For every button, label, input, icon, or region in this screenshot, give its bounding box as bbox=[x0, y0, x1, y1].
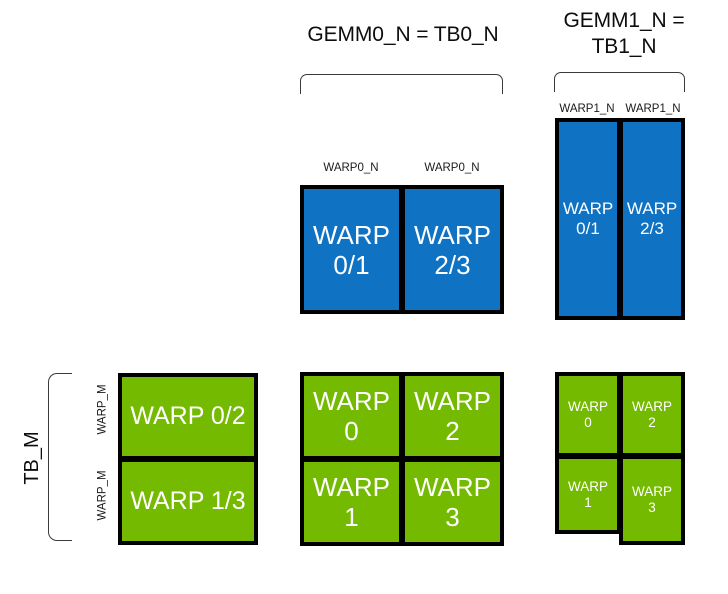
gemm1-blue-block-warp01[interactable]: WARP 0/1 bbox=[555, 118, 621, 320]
gemm1-blue-block-warp23[interactable]: WARP 2/3 bbox=[619, 118, 685, 320]
left-green-block-warp13[interactable]: WARP 1/3 bbox=[118, 458, 258, 545]
warp-m-label-bottom: WARP_M bbox=[96, 470, 109, 521]
middle-green-cell-warp1[interactable]: WARP 1 bbox=[300, 458, 403, 546]
gemm1-title: GEMM1_N = TB1_N bbox=[563, 9, 685, 58]
gemm0-blue-block-warp23[interactable]: WARP 2/3 bbox=[401, 185, 504, 314]
tb-m-bracket bbox=[48, 373, 72, 541]
tb-m-label: TB_M bbox=[21, 431, 43, 485]
left-green-block-warp02[interactable]: WARP 0/2 bbox=[118, 373, 258, 460]
right-green-cell-warp2[interactable]: WARP 2 bbox=[619, 372, 685, 457]
gemm0-span-bracket bbox=[300, 74, 503, 94]
gemm1-span-bracket bbox=[554, 72, 685, 92]
middle-green-cell-warp0[interactable]: WARP 0 bbox=[300, 372, 403, 460]
right-green-cell-warp0[interactable]: WARP 0 bbox=[555, 372, 621, 457]
right-green-cell-warp1[interactable]: WARP 1 bbox=[555, 455, 621, 534]
gemm0-blue-block-warp01[interactable]: WARP 0/1 bbox=[300, 185, 403, 314]
warp0-n-label-right: WARP0_N bbox=[424, 162, 480, 174]
middle-green-cell-warp3[interactable]: WARP 3 bbox=[401, 458, 504, 546]
gemm0-title: GEMM0_N = TB0_N bbox=[307, 23, 499, 46]
right-green-cell-warp3[interactable]: WARP 3 bbox=[619, 455, 685, 545]
middle-green-cell-warp2[interactable]: WARP 2 bbox=[401, 372, 504, 460]
warp0-n-label-left: WARP0_N bbox=[323, 162, 379, 174]
warp1-n-label-left: WARP1_N bbox=[559, 103, 615, 115]
warp1-n-label-right: WARP1_N bbox=[625, 103, 681, 115]
warp-m-label-top: WARP_M bbox=[96, 384, 109, 435]
